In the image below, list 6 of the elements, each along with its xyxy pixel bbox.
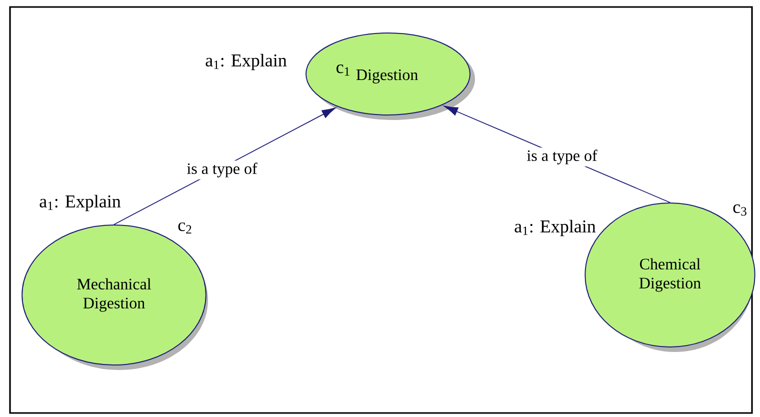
concept-id: c$_{3}$ xyxy=(733,204,746,216)
edge-label: is a type of xyxy=(184,160,260,180)
annotation-label: a$_{1}$: Explain xyxy=(206,54,287,70)
annotation-label: a$_{1}$: Explain xyxy=(40,194,121,212)
edge-label: is a type of xyxy=(524,148,600,166)
concept-id: c$_{2}$ xyxy=(178,222,192,234)
